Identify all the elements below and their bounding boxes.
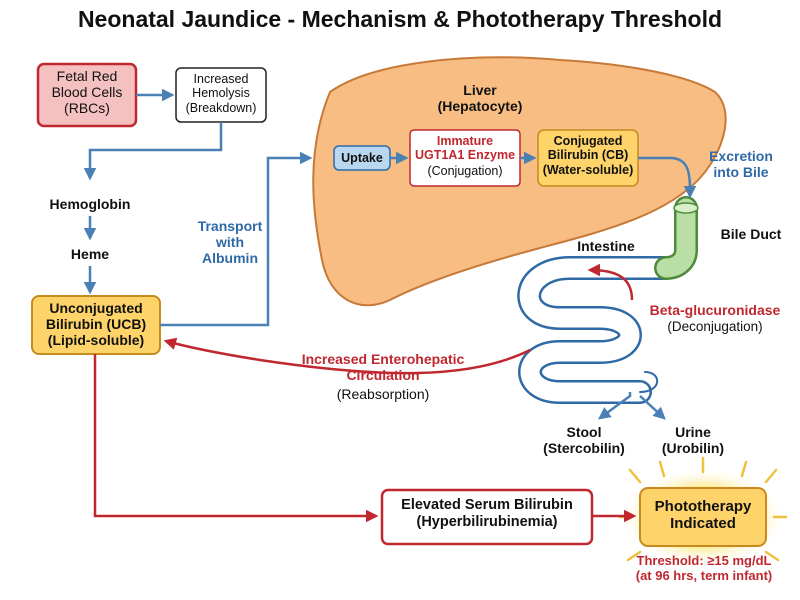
enzyme-role-label: (Conjugation) [427, 164, 503, 178]
uptake-label: Uptake [341, 151, 383, 165]
excretion-label: Excretion into Bile [709, 148, 773, 181]
red-arrows [93, 263, 637, 523]
transport-label: Transport with Albumin [197, 218, 263, 267]
beta-glucuronidase-label: Beta-glucuronidase [649, 302, 781, 318]
cb-label: Conjugated Bilirubin (CB) (Water-soluble… [542, 134, 634, 177]
intestine-shape [517, 256, 677, 404]
blue-arrows [83, 88, 697, 420]
heme-label: Heme [70, 246, 110, 262]
threshold-label: Threshold: ≥15 mg/dL (at 96 hrs, term in… [635, 553, 773, 583]
bile-duct-label: Bile Duct [720, 226, 782, 242]
enzyme-label: Immature UGT1A1 Enzyme [414, 134, 516, 163]
phototherapy-label: Phototherapy Indicated [654, 498, 752, 533]
bile-duct-shape [654, 196, 699, 280]
reabsorption-label: (Reabsorption) [336, 386, 430, 402]
urine-label: Urine (Urobilin) [661, 424, 725, 457]
hemolysis-label: Increased Hemolysis (Breakdown) [185, 72, 257, 115]
hemoglobin-label: Hemoglobin [49, 196, 131, 212]
intestine-label: Intestine [577, 238, 635, 254]
stool-label: Stool (Stercobilin) [543, 424, 625, 457]
ucb-label: Unconjugated Bilirubin (UCB) (Lipid-solu… [45, 300, 147, 349]
enterohepatic-label: Increased Enterohepatic Circulation [301, 351, 465, 384]
deconjugation-label: (Deconjugation) [667, 319, 763, 334]
serum-label: Elevated Serum Bilirubin (Hyperbilirubin… [401, 497, 573, 530]
fetal-rbc-label: Fetal Red Blood Cells (RBCs) [51, 68, 123, 117]
liver-label: Liver (Hepatocyte) [437, 82, 523, 115]
page-title: Neonatal Jaundice - Mechanism & Photothe… [77, 6, 723, 32]
phototherapy-box [639, 487, 767, 547]
